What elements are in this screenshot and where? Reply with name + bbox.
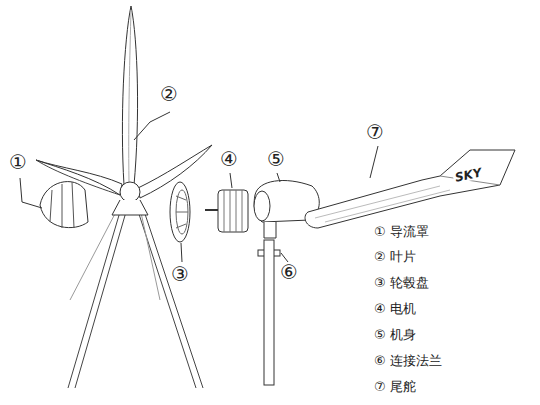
callout-number: ④: [220, 149, 238, 169]
legend-line: ⑤ 机身: [374, 328, 416, 341]
callout-number: ③: [171, 264, 189, 284]
legend-line: ③ 轮毂盘: [374, 276, 429, 289]
legend-line: ② 叶片: [374, 250, 416, 263]
legend-line: ⑦ 尾舵: [374, 380, 416, 393]
callout-number: ⑥: [280, 262, 298, 282]
legend-line: ① 导流罩: [374, 225, 429, 238]
callout-number: ①: [9, 152, 27, 172]
callout-number: ②: [160, 84, 178, 104]
callout-number: ⑤: [267, 149, 285, 169]
callout-number: ⑦: [366, 122, 384, 142]
legend-line: ④ 电机: [374, 302, 416, 315]
legend-line: ⑥ 连接法兰: [374, 354, 442, 367]
